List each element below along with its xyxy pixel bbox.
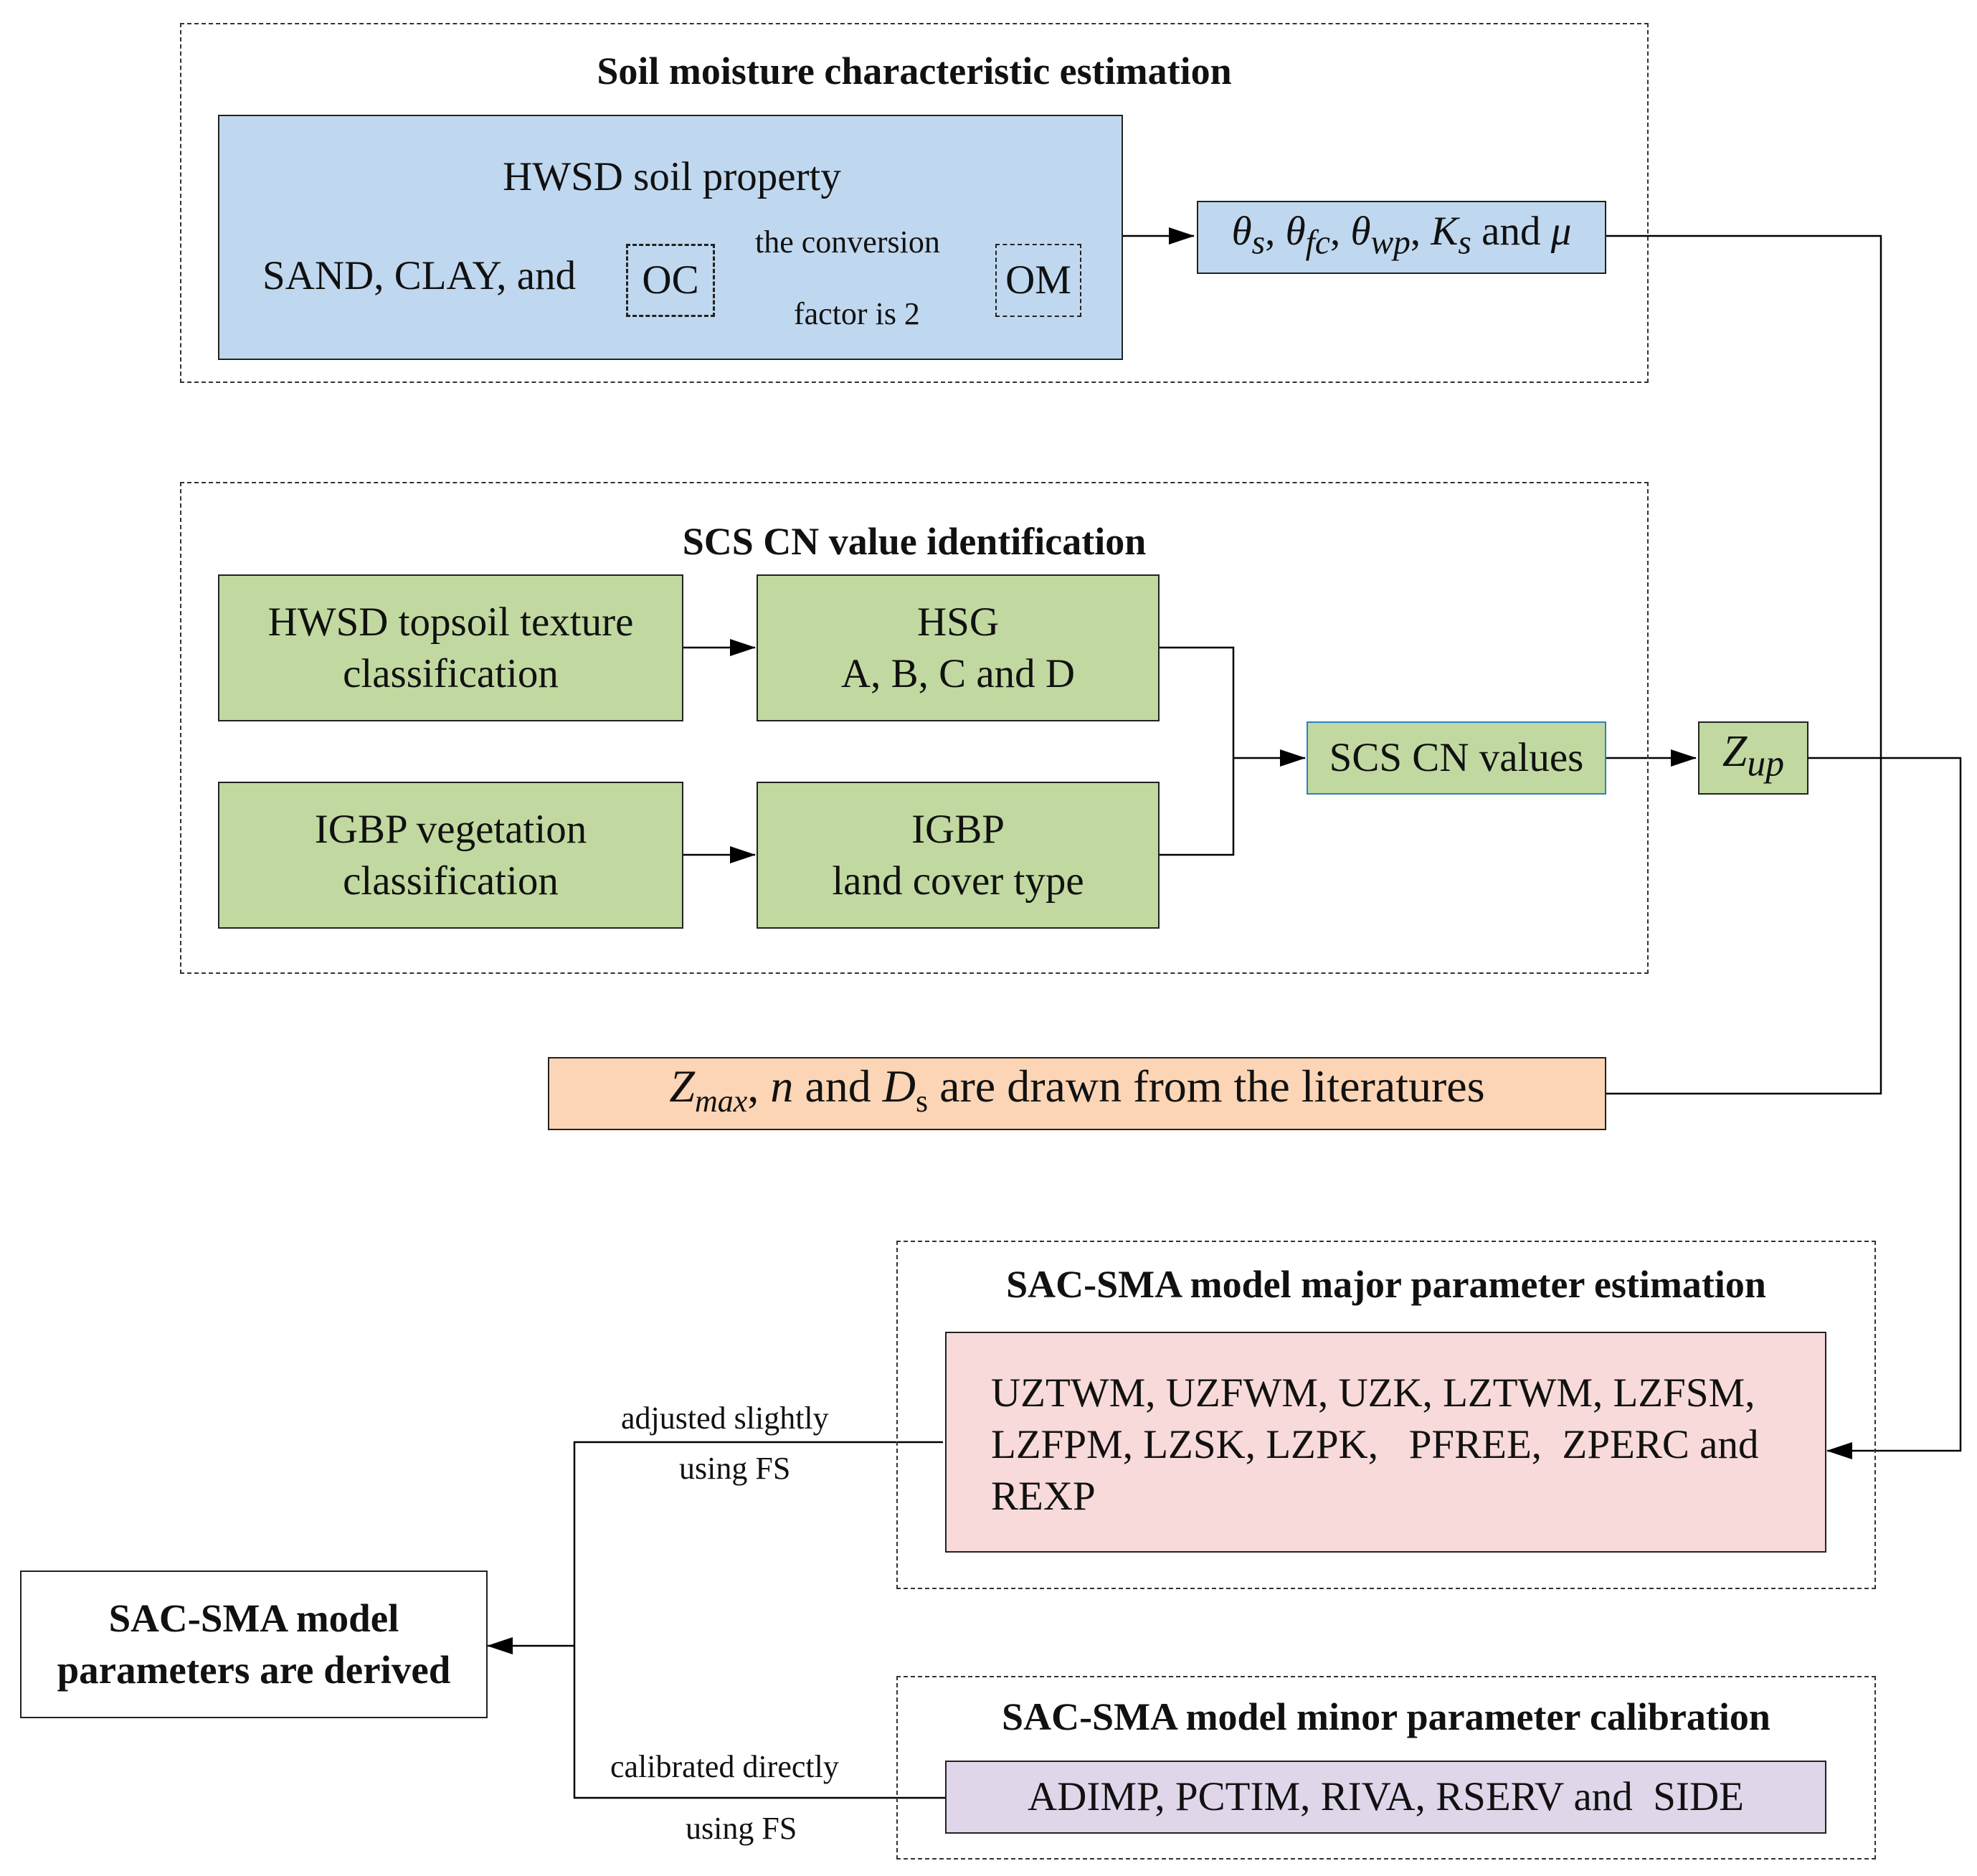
- adjusted-label-line2: using FS: [679, 1451, 791, 1486]
- zup-box: Zup: [1698, 721, 1808, 795]
- n-symbol: n: [770, 1060, 794, 1112]
- zmax-symbol: Z: [669, 1060, 695, 1112]
- soil-hydraulic-output-text: θs, θfc, θwp, Ks and μ: [1231, 209, 1572, 262]
- topsoil-texture-line2: classification: [343, 650, 559, 696]
- zmax-sub: max: [695, 1083, 748, 1119]
- conversion-label-bottom: factor is 2: [794, 296, 920, 331]
- zup-label: Zup: [1722, 726, 1784, 790]
- output-to-trunk-line: [1606, 234, 1882, 1095]
- oc-label: OC: [642, 257, 699, 303]
- calibrated-label-line1: calibrated directly: [610, 1749, 839, 1784]
- ks-sub: s: [1458, 224, 1471, 262]
- hwsd-soil-property-box: HWSD soil property SAND, CLAY, and: [218, 115, 1123, 360]
- hsg-merge-line: [1160, 646, 1235, 856]
- topsoil-texture-box: HWSD topsoil texture classification: [218, 574, 683, 721]
- igbp-vegetation-line2: classification: [343, 858, 559, 904]
- hsg-line2: A, B, C and D: [840, 650, 1076, 696]
- hsg-line1: HSG: [916, 599, 1000, 645]
- hsg-box: HSG A, B, C and D: [757, 574, 1160, 721]
- literature-rest: are drawn from the literatures: [939, 1060, 1485, 1112]
- conversion-label-top: the conversion: [755, 224, 940, 260]
- om-label: OM: [1005, 257, 1071, 303]
- major-parameter-group-title: SAC-SMA model major parameter estimation: [1006, 1263, 1766, 1306]
- igbp-land-cover-line1: IGBP: [911, 806, 1005, 852]
- ks-symbol: K: [1431, 209, 1459, 255]
- major-params-line3: REXP: [991, 1474, 1096, 1519]
- derived-parameters-box: SAC-SMA model parameters are derived: [20, 1571, 488, 1718]
- zup-sub: up: [1747, 743, 1785, 785]
- scs-cn-values-box: SCS CN values: [1307, 721, 1606, 795]
- hwsd-inputs: SAND, CLAY, and: [262, 253, 577, 298]
- derived-line2: parameters are derived: [57, 1648, 451, 1692]
- scs-cn-group: SCS CN value identification: [180, 482, 1649, 974]
- derived-line1: SAC-SMA model: [108, 1596, 399, 1640]
- theta-s-symbol: θ: [1231, 209, 1252, 255]
- literature-and: and: [805, 1060, 871, 1112]
- theta-wp-sub: wp: [1370, 224, 1411, 262]
- scs-cn-values-label: SCS CN values: [1329, 735, 1584, 780]
- major-parameter-group: SAC-SMA model major parameter estimation: [896, 1241, 1876, 1589]
- adjusted-label-line1: adjusted slightly: [621, 1401, 829, 1436]
- major-parameters-box: UZTWM, UZFWM, UZK, LZTWM, LZFSM, LZFPM, …: [945, 1332, 1826, 1553]
- topsoil-texture-line1: HWSD topsoil texture: [267, 599, 634, 645]
- oc-box: OC: [626, 244, 715, 317]
- mu-symbol: μ: [1550, 209, 1572, 255]
- igbp-vegetation-box: IGBP vegetation classification: [218, 782, 683, 929]
- theta-fc-sub: fc: [1305, 224, 1330, 262]
- major-to-junction-line: [573, 1441, 945, 1799]
- om-box: OM: [995, 244, 1081, 317]
- soil-moisture-group: Soil moisture characteristic estimation: [180, 23, 1649, 383]
- zup-symbol: Z: [1722, 727, 1748, 777]
- theta-fc-symbol: θ: [1285, 209, 1306, 255]
- output-and: and: [1481, 209, 1541, 255]
- zup-to-major-arrow: [1808, 757, 1962, 1459]
- major-params-line1: UZTWM, UZFWM, UZK, LZTWM, LZFSM,: [991, 1370, 1755, 1416]
- igbp-land-cover-line2: land cover type: [832, 858, 1084, 904]
- igbp-land-cover-box: IGBP land cover type: [757, 782, 1160, 929]
- calibrated-label-line2: using FS: [686, 1811, 797, 1846]
- theta-wp-symbol: θ: [1350, 209, 1371, 255]
- scs-cn-group-title: SCS CN value identification: [682, 520, 1147, 563]
- soil-moisture-group-title: Soil moisture characteristic estimation: [597, 49, 1232, 93]
- minor-parameter-group: SAC-SMA model minor parameter calibratio…: [896, 1676, 1876, 1860]
- soil-hydraulic-output-box: θs, θfc, θwp, Ks and μ: [1197, 201, 1606, 274]
- major-params-line2: LZFPM, LZSK, LZPK, PFREE, ZPERC and: [991, 1422, 1759, 1467]
- minor-parameter-group-title: SAC-SMA model minor parameter calibratio…: [1002, 1695, 1770, 1738]
- minor-parameters-box: ADIMP, PCTIM, RIVA, RSERV and SIDE: [945, 1761, 1826, 1834]
- hwsd-title: HWSD soil property: [503, 154, 841, 199]
- ds-sub: s: [915, 1083, 929, 1119]
- literature-box: Zmax, n and Ds are drawn from the litera…: [548, 1057, 1606, 1130]
- ds-symbol: D: [882, 1060, 916, 1112]
- theta-s-sub: s: [1251, 224, 1266, 262]
- literature-text: Zmax, n and Ds are drawn from the litera…: [669, 1060, 1485, 1119]
- igbp-vegetation-line1: IGBP vegetation: [314, 806, 587, 852]
- minor-params-label: ADIMP, PCTIM, RIVA, RSERV and SIDE: [1028, 1774, 1744, 1819]
